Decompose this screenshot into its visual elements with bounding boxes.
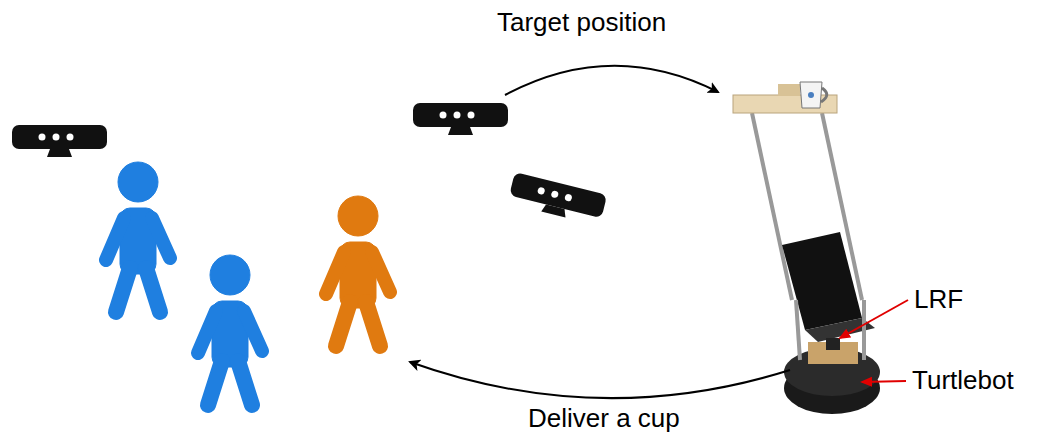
person-figure	[106, 162, 170, 312]
part-label: LRF	[914, 285, 963, 315]
target-person-figure	[326, 196, 390, 346]
kinect-sensor	[507, 172, 607, 226]
kinect-sensor	[413, 103, 508, 135]
flow-arrow	[505, 66, 718, 95]
leader-arrow	[862, 381, 906, 382]
part-label: Turtlebot	[912, 366, 1014, 396]
arrow-label: Target position	[497, 8, 666, 38]
flow-arrow	[410, 362, 790, 398]
robot-illustration	[733, 82, 880, 414]
kinect-sensor	[12, 125, 107, 157]
leader-arrow	[840, 300, 908, 338]
arrow-label: Deliver a cup	[528, 404, 680, 434]
person-figure	[198, 255, 262, 405]
